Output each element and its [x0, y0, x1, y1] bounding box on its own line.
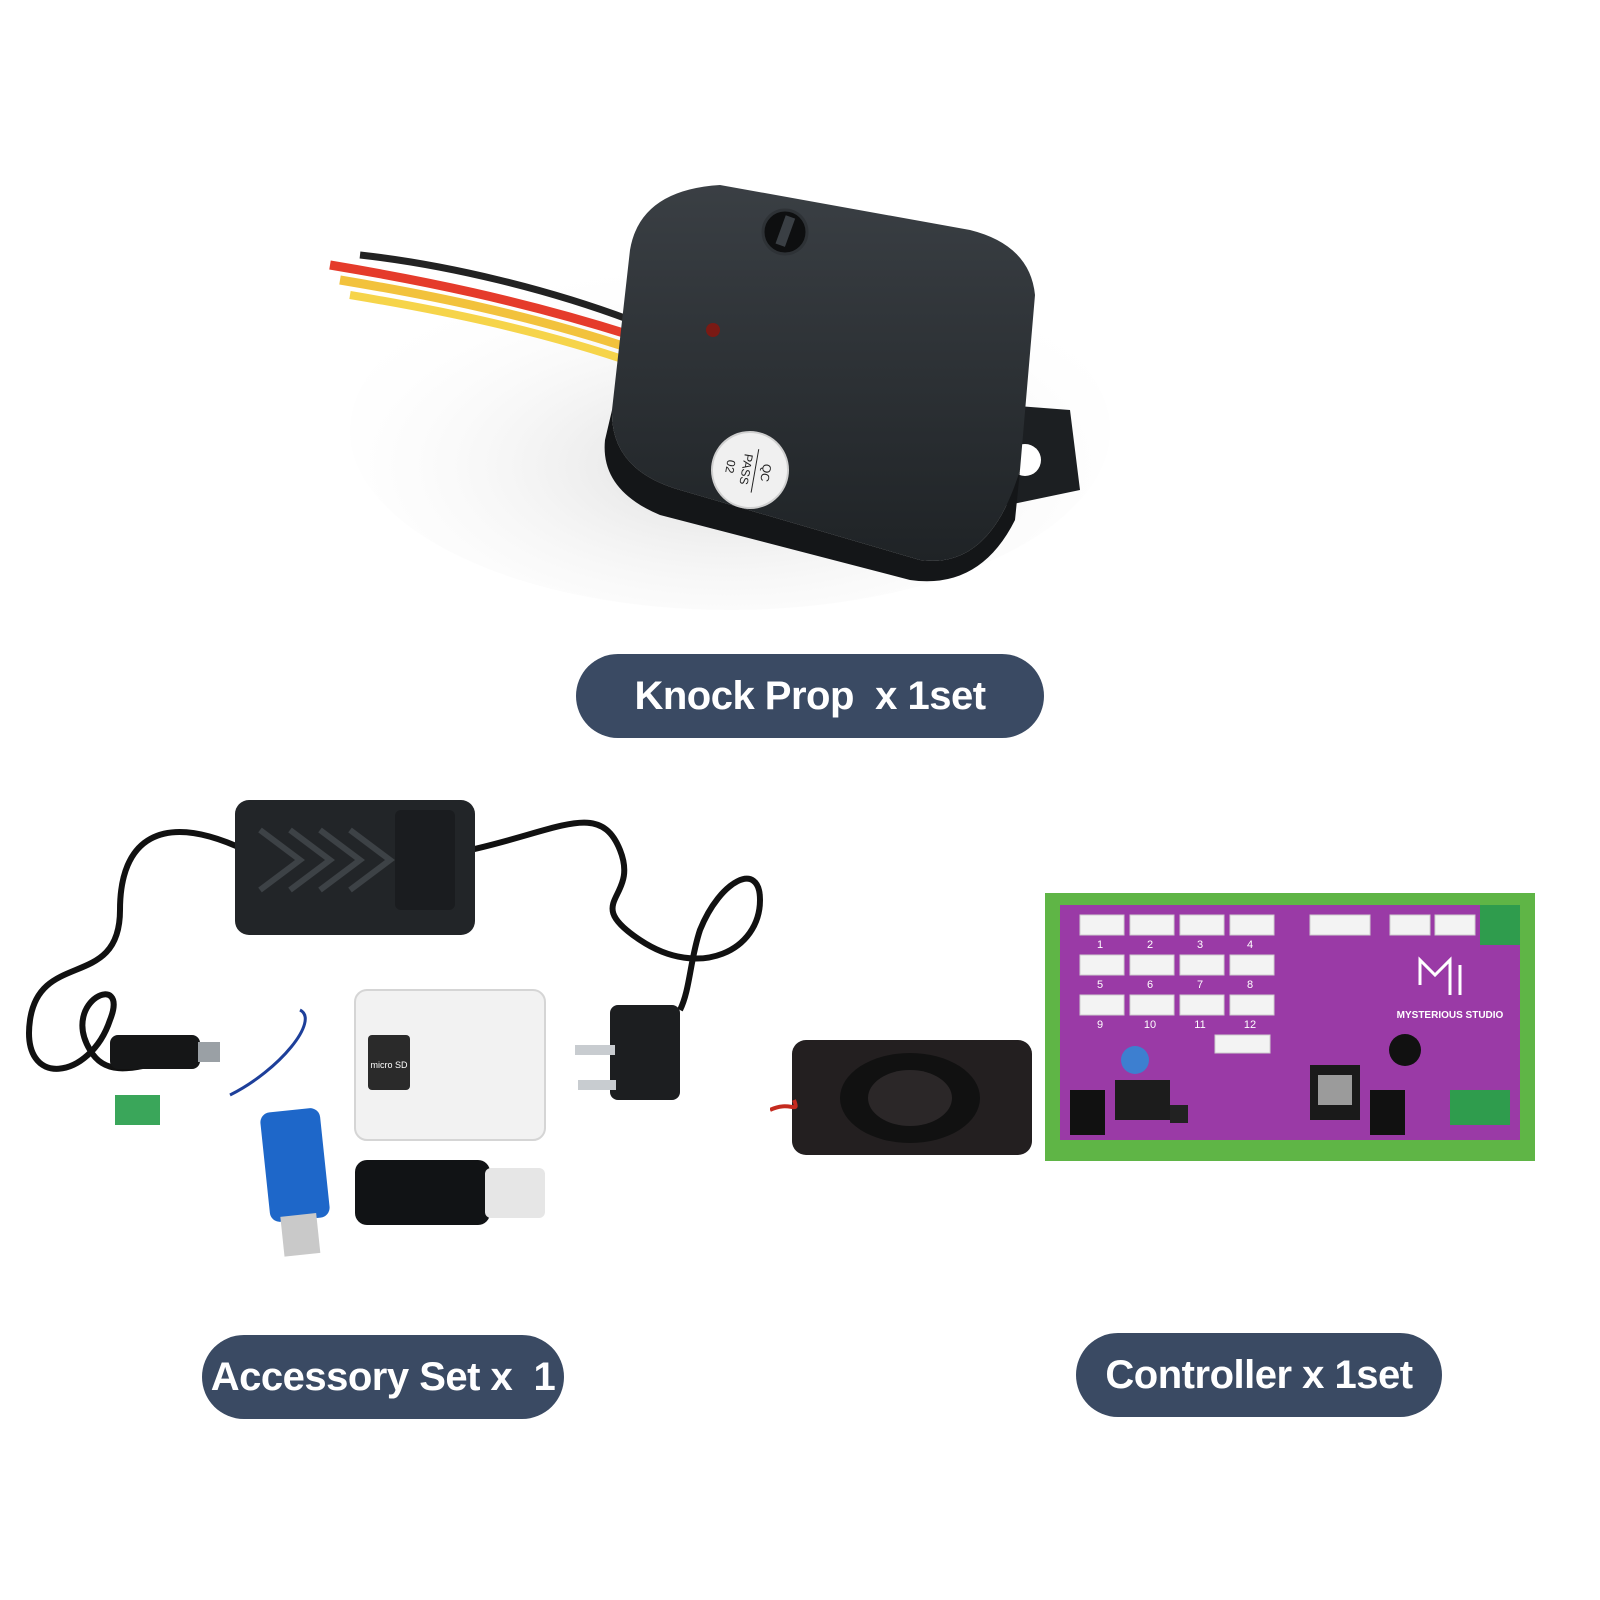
port-number-4: 4 [1247, 939, 1253, 951]
port-number-1: 1 [1097, 939, 1103, 951]
brand-text: MYSTERIOUS STUDIO [1397, 1010, 1504, 1021]
sticker-pass-text: PASS [736, 453, 755, 486]
controller-image: 1 2 3 4 5 6 7 8 9 10 11 12 MYSTERIOUS ST… [770, 893, 1535, 1161]
port-number-7: 7 [1197, 979, 1203, 991]
port-number-6: 6 [1147, 979, 1153, 991]
port-number-3: 3 [1197, 939, 1203, 951]
port-number-2: 2 [1147, 939, 1153, 951]
port-number-5: 5 [1097, 979, 1103, 991]
knock-prop-image: QC PASS 02 [329, 185, 1110, 610]
knock-prop-label: Knock Prop x 1set [576, 654, 1044, 738]
port-number-12: 12 [1244, 1019, 1256, 1031]
sd-card-label: micro SD [370, 1060, 408, 1070]
port-number-11: 11 [1194, 1019, 1205, 1031]
sticker-number-text: 02 [722, 459, 738, 475]
controller-label: Controller x 1set [1076, 1333, 1442, 1417]
accessory-set-label: Accessory Set x 1 [202, 1335, 564, 1419]
accessory-set-image: micro SD [26, 800, 764, 1257]
port-number-10: 10 [1144, 1019, 1156, 1031]
port-number-9: 9 [1097, 1019, 1103, 1031]
port-number-8: 8 [1247, 979, 1253, 991]
sticker-qc-text: QC [757, 463, 774, 483]
